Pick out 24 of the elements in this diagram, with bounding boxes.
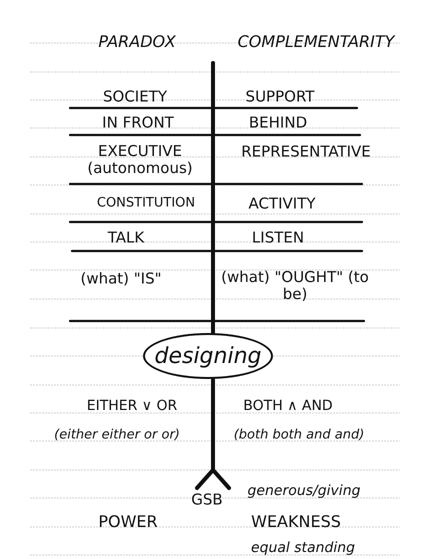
column-heading: COMPLEMENTARITY	[238, 32, 394, 52]
table-text: SUPPORT	[246, 88, 314, 106]
table-text: LISTEN	[252, 229, 304, 247]
table-text: BEHIND	[248, 114, 308, 132]
table-text: (both both and and)	[234, 428, 364, 444]
table-text: EITHER ∨ OR	[86, 398, 178, 414]
table-text: EXECUTIVE (autonomous)	[86, 142, 194, 178]
table-text: CONSTITUTION	[96, 196, 196, 212]
table-text: IN FRONT	[102, 114, 174, 132]
table-text: generous/giving	[248, 482, 360, 500]
table-text: (what) "IS"	[80, 270, 162, 288]
column-heading: PARADOX	[98, 32, 176, 52]
table-text: equal standing	[250, 540, 356, 556]
table-text: (what) "OUGHT" (to be)	[220, 268, 370, 304]
table-text: POWER	[98, 512, 158, 532]
table-text: BOTH ∧ AND	[243, 398, 333, 414]
table-text: SOCIETY	[102, 88, 168, 106]
table-text: REPRESENTATIVE	[241, 143, 371, 161]
table-text: (either either or or)	[54, 428, 180, 444]
table-text: TALK	[108, 229, 144, 247]
table-text: ACTIVITY	[248, 195, 316, 213]
oval-label: designing	[143, 333, 273, 379]
table-text: GSB	[191, 491, 223, 509]
table-text: WEAKNESS	[251, 512, 341, 532]
